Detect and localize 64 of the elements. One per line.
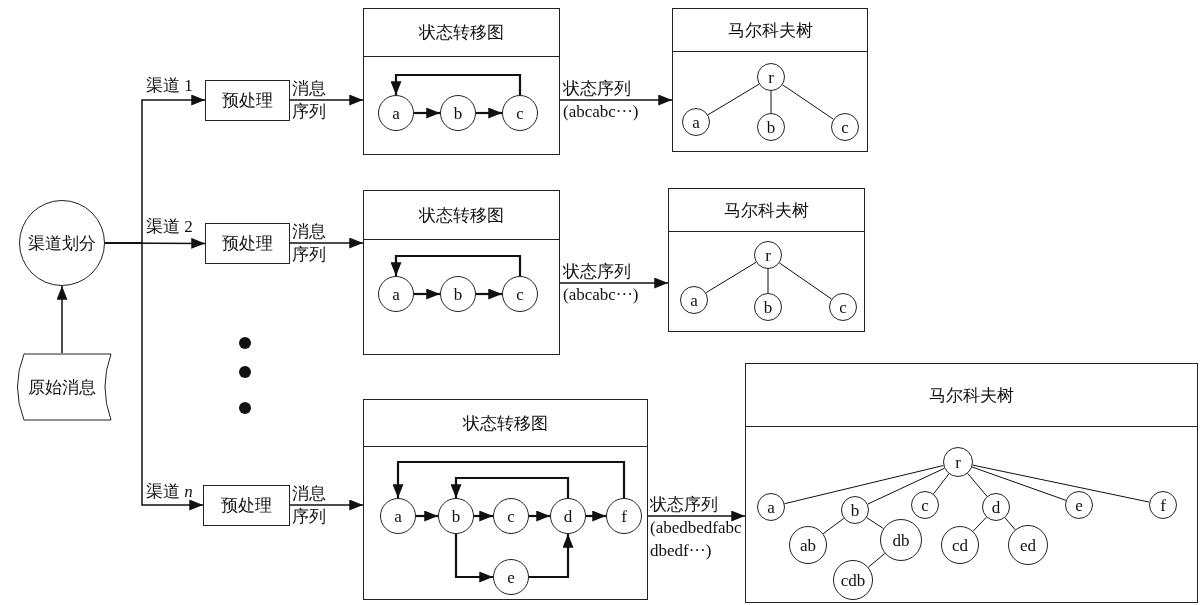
arrow [392,460,626,498]
tree-branch-line [822,517,845,535]
arrow [56,285,68,354]
arrow [289,237,364,249]
tree-branch-line [767,268,769,294]
panel-box [363,190,560,355]
arrow [414,107,440,119]
arrow [390,254,522,276]
edge-label: 消息序列 [292,221,327,266]
tree-branch-line [784,465,944,505]
arrow [474,510,493,522]
tree-branch-line [779,262,832,300]
tree-branch-line [782,84,834,120]
edge-label: 消息序列 [292,483,327,528]
tree-branch-line [707,83,760,116]
panel-box [668,188,865,332]
arrow [529,534,574,579]
arrow [476,288,502,300]
arrow [586,510,606,522]
panel-header: 状态转移图 [364,400,647,447]
arrow [390,73,522,95]
arrow [450,476,570,498]
tree-branch-line [967,473,988,497]
panel-box [745,363,1198,603]
arrow [104,242,204,511]
panel-header: 状态转移图 [364,9,559,57]
arrow [289,499,364,511]
arrow [529,510,550,522]
tree-branch-line [972,516,987,532]
edge-label: 状态序列 (abcabc···) [563,261,640,306]
tree-branch-line [867,467,945,505]
arrow [289,94,364,106]
arrow [559,277,669,289]
edge-label: 渠道 n [146,481,194,503]
arrow [559,94,673,106]
tree-branch-line [867,552,886,568]
tree-branch-line [971,466,1067,501]
tree-branch-line [866,517,884,529]
process-box: 预处理 [205,80,290,121]
process-box: 预处理 [205,223,290,264]
arrow [454,534,493,583]
edge-label: 渠道 1 [146,75,194,97]
tree-branch-line [705,261,757,294]
node-label: 原始消息 [27,376,97,399]
panel-header: 马尔科夫树 [746,364,1197,427]
edge-label: 渠道 2 [146,216,194,238]
edge-label: 消息序列 [292,78,327,123]
tree-branch-line [972,464,1150,503]
tree-branch-line [770,90,772,114]
panel-box [363,399,648,600]
panel-header: 状态转移图 [364,191,559,240]
tree-branch-line [933,473,950,495]
arrow [476,107,502,119]
edge-label: 状态序列 (abedbedfabcdbedf···) [650,494,743,562]
process-box: 预处理 [203,485,290,526]
arrow [414,288,440,300]
panel-box [363,8,560,155]
panel-header: 马尔科夫树 [669,189,864,232]
panel-header: 马尔科夫树 [673,9,867,52]
panel-box [672,8,868,152]
tree-branch-line [1004,517,1016,531]
edge-label: 状态序列 (abcabc···) [563,78,640,123]
arrow [647,510,746,522]
arrow [416,510,438,522]
